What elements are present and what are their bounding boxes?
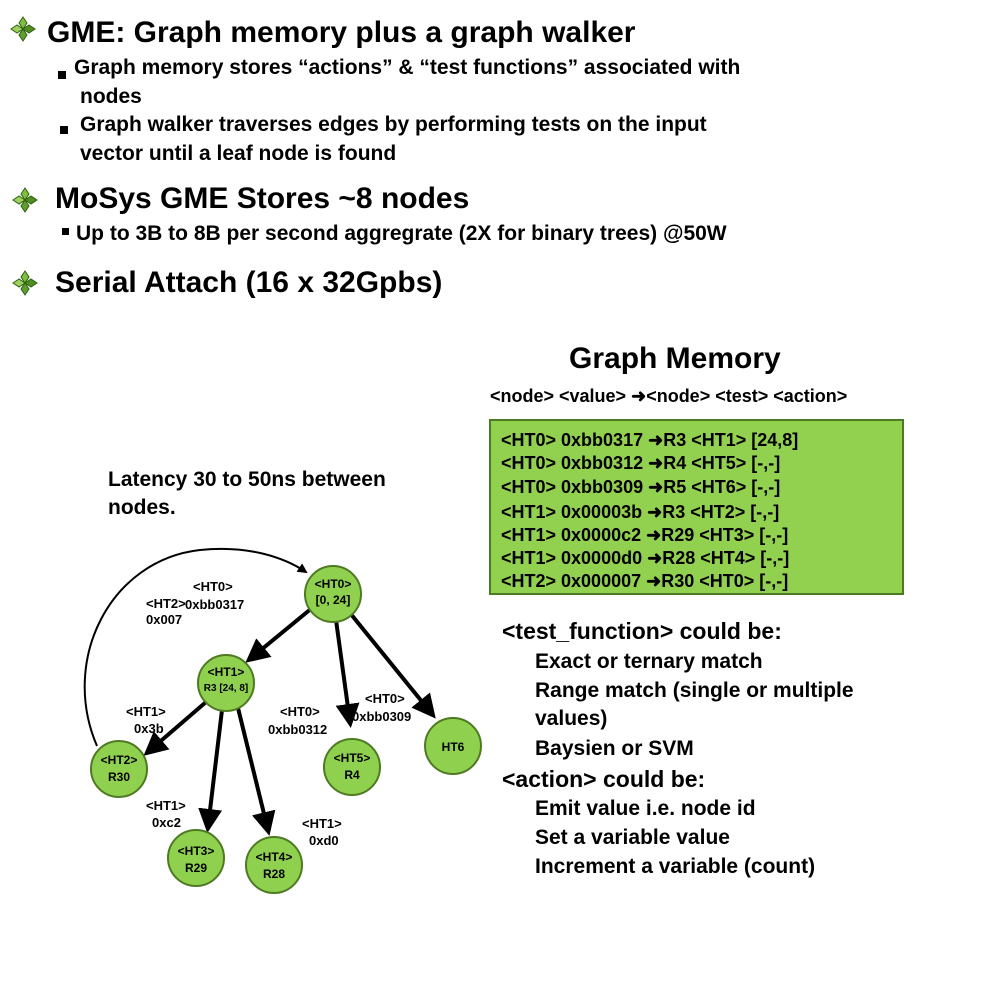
arrow-right-icon: ➜ — [631, 386, 647, 406]
svg-text:<HT0>: <HT0> — [315, 577, 352, 591]
sub-bullet-icon — [58, 71, 66, 79]
edge-label: 0xbb0317 — [185, 597, 245, 612]
table-row: <HT1> 0x0000d0 ➜R28 <HT4> [-,-] — [501, 548, 790, 568]
graph-memory-table: <HT0> 0xbb0317 ➜R3 <HT1> [24,8] <HT0> 0x… — [489, 419, 904, 595]
bullet-title-gme: GME: Graph memory plus a graph walker — [47, 16, 636, 49]
edge-label: <HT1> — [126, 704, 166, 719]
edge-label: 0x007 — [146, 612, 183, 627]
svg-text:R29: R29 — [185, 861, 207, 875]
edge-ht0-ht5 — [334, 619, 360, 728]
action-item: Set a variable value — [535, 826, 730, 849]
edge-label: 0xc2 — [152, 815, 181, 830]
edge-label: <HT1> — [146, 798, 186, 813]
svg-text:<HT5>: <HT5> — [334, 751, 371, 765]
action-item: Increment a variable (count) — [535, 855, 816, 878]
node-ht3: <HT3> R29 — [167, 829, 225, 887]
svg-text:R28: R28 — [263, 867, 285, 881]
sub-bullet-text: Graph walker traverses edges by performi… — [80, 113, 707, 136]
svg-text:<HT2>: <HT2> — [101, 753, 138, 767]
svg-text:<HT3>: <HT3> — [178, 844, 215, 858]
svg-text:R30: R30 — [108, 770, 130, 784]
table-row: <HT0> 0xbb0312 ➜R4 <HT5> [-,-] — [501, 453, 781, 473]
header-node-test-action: <node> <test> <action> — [646, 386, 848, 406]
sub-bullet-text: vector until a leaf node is found — [80, 142, 397, 165]
action-item: Emit value i.e. node id — [535, 797, 756, 820]
node-ht5: <HT5> R4 — [323, 738, 381, 796]
svg-text:<HT4>: <HT4> — [256, 850, 293, 864]
latency-line2: nodes. — [108, 496, 176, 519]
edge-label: <HT2> — [146, 596, 186, 611]
table-row: <HT2> 0x000007 ➜R30 <HT0> [-,-] — [501, 571, 789, 591]
bullet-title-mosys: MoSys GME Stores ~8 nodes — [55, 182, 469, 216]
edge-label: <HT0> — [280, 704, 320, 719]
edge-ht1-ht4 — [236, 707, 276, 836]
sub-bullet-icon — [62, 228, 69, 235]
edge-label: 0x3b — [134, 721, 164, 736]
edge-label: 0xbb0312 — [268, 722, 328, 737]
svg-text:HT6: HT6 — [442, 740, 465, 754]
test-function-item: Baysien or SVM — [535, 737, 694, 760]
svg-text:[0, 24]: [0, 24] — [316, 593, 351, 607]
graph-memory-title: Graph Memory — [569, 342, 781, 375]
node-ht0: <HT0> [0, 24] — [304, 565, 362, 623]
node-ht2: <HT2> R30 — [90, 740, 148, 798]
edge-ht0-ht6 — [348, 611, 436, 719]
node-ht1: <HT1> R3 [24, 8] — [197, 654, 255, 712]
edge-ht0-ht1 — [245, 606, 314, 663]
sub-bullet-icon — [60, 126, 68, 134]
edge-label: <HT0> — [365, 691, 405, 706]
edge-label: 0xbb0309 — [352, 709, 412, 724]
edge-label: <HT1> — [302, 816, 342, 831]
table-row: <HT1> 0x0000c2 ➜R29 <HT3> [-,-] — [501, 525, 789, 545]
bullet-title-mosys-text: MoSys GME Stores ~8 nodes — [55, 182, 470, 215]
test-function-item: values) — [535, 707, 608, 730]
header-node-value: <node> <value> — [490, 386, 627, 406]
test-function-heading: <test_function> could be: — [502, 618, 782, 644]
sub-bullet-text: Graph memory stores “actions” & “test fu… — [74, 56, 741, 79]
graph-memory-header: <node> <value> ➜<node> <test> <action> — [490, 386, 847, 407]
latency-line1: Latency 30 to 50ns between — [108, 468, 386, 491]
action-heading: <action> could be: — [502, 766, 706, 792]
svg-text:R4: R4 — [344, 768, 360, 782]
edge-label: 0xd0 — [309, 833, 339, 848]
svg-text:<HT1>: <HT1> — [208, 665, 245, 679]
test-function-item: Range match (single or multiple — [535, 679, 854, 702]
latency-note: Latency 30 to 50ns between nodes. — [108, 466, 386, 522]
edge-ht1-ht2 — [143, 700, 208, 756]
edge-ht2-ht0 — [83, 547, 308, 747]
table-row: <HT1> 0x00003b ➜R3 <HT2> [-,-] — [501, 502, 780, 522]
node-ht6: HT6 — [424, 717, 482, 775]
node-ht4: <HT4> R28 — [245, 836, 303, 894]
svg-text:R3 [24, 8]: R3 [24, 8] — [204, 683, 248, 694]
edge-ht1-ht3 — [198, 709, 224, 833]
edge-label: <HT0> — [193, 579, 233, 594]
sub-bullet-text: nodes — [80, 85, 142, 108]
table-row: <HT0> 0xbb0317 ➜R3 <HT1> [24,8] — [501, 430, 799, 450]
table-row: <HT0> 0xbb0309 ➜R5 <HT6> [-,-] — [501, 477, 781, 497]
test-function-item: Exact or ternary match — [535, 650, 763, 673]
bullet-title-serial: Serial Attach (16 x 32Gpbs) — [55, 266, 443, 299]
sub-bullet-text: Up to 3B to 8B per second aggregrate (2X… — [76, 222, 727, 245]
